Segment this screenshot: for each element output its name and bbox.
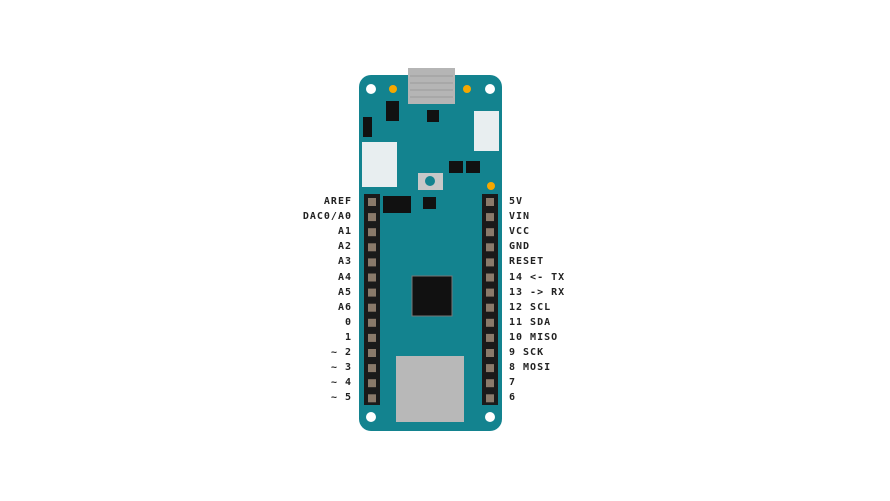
left-pin-label: AREF bbox=[323, 196, 352, 207]
left-pin-label: 0 bbox=[344, 316, 352, 328]
left-pin-pad bbox=[368, 198, 376, 206]
right-pin-label: 7 bbox=[509, 377, 517, 389]
right-pin-label: GND bbox=[509, 241, 531, 253]
chip-power bbox=[383, 196, 411, 213]
left-pin-pad bbox=[368, 303, 376, 312]
right-pin-pad bbox=[486, 394, 494, 403]
right-pin-label: 5V bbox=[509, 196, 524, 207]
mount-hole-bottom-left bbox=[366, 412, 376, 422]
left-pin-pad bbox=[368, 349, 376, 357]
left-pin-pad bbox=[368, 364, 376, 373]
sd-card-slot bbox=[396, 356, 464, 422]
right-pin-pad bbox=[486, 213, 494, 222]
left-pin-label: A4 bbox=[337, 271, 352, 283]
right-pin-label: RESET bbox=[509, 256, 545, 268]
right-pin-label: 10 MISO bbox=[509, 331, 559, 343]
mount-hole-top-left bbox=[366, 84, 376, 94]
chip-small-2 bbox=[466, 161, 480, 173]
left-pin-pad bbox=[368, 333, 376, 342]
left-pin-pad bbox=[368, 394, 376, 403]
connector-white-right bbox=[474, 111, 499, 151]
left-pin-pad bbox=[368, 213, 376, 222]
chip-diode bbox=[363, 117, 372, 137]
right-pin-label: 6 bbox=[509, 392, 517, 404]
left-pin-label: ~ 4 bbox=[330, 377, 352, 389]
left-pin-label: ~ 2 bbox=[330, 347, 352, 358]
right-header bbox=[482, 194, 498, 405]
right-pin-pad bbox=[486, 333, 494, 342]
right-pin-pad bbox=[486, 273, 494, 282]
left-pin-label: ~ 3 bbox=[330, 362, 352, 374]
chip-transistor bbox=[427, 110, 439, 122]
usb-connector bbox=[408, 68, 455, 104]
right-pin-pad bbox=[486, 198, 494, 206]
chip-regulator bbox=[386, 101, 399, 121]
right-pin-label: 11 SDA bbox=[509, 316, 552, 328]
right-pin-pad bbox=[486, 303, 494, 312]
right-pin-pad bbox=[486, 228, 494, 237]
right-pin-pad bbox=[486, 349, 494, 357]
chip-small-3 bbox=[423, 197, 436, 209]
left-pin-label: A1 bbox=[337, 226, 352, 238]
mount-hole-top-right bbox=[485, 84, 495, 94]
right-pin-label: VCC bbox=[509, 226, 531, 238]
left-pin-pad bbox=[368, 228, 376, 237]
left-pin-label: ~ 5 bbox=[330, 392, 352, 404]
connector-white-left bbox=[362, 142, 397, 187]
left-pin-pad bbox=[368, 379, 376, 388]
right-pin-pad bbox=[486, 364, 494, 373]
left-pin-pad bbox=[368, 318, 376, 327]
left-header bbox=[364, 194, 380, 405]
right-pin-label: 13 -> RX bbox=[509, 286, 566, 298]
chip-small-1 bbox=[449, 161, 463, 173]
left-pin-label: A3 bbox=[337, 256, 352, 268]
reset-button-cap bbox=[425, 176, 435, 186]
left-pin-label: A2 bbox=[337, 241, 352, 253]
left-pin-label: A5 bbox=[337, 286, 352, 298]
right-pin-label: 12 SCL bbox=[509, 301, 552, 313]
right-pin-pad bbox=[486, 258, 494, 267]
left-pin-pad bbox=[368, 258, 376, 267]
right-pin-label: 9 SCK bbox=[509, 347, 545, 358]
right-pin-label: VIN bbox=[509, 211, 531, 223]
right-pin-label: 8 MOSI bbox=[509, 362, 552, 374]
microcontroller bbox=[411, 275, 453, 317]
usb-connector-lines bbox=[410, 75, 453, 98]
left-pin-label: DAC0/A0 bbox=[302, 211, 352, 223]
left-pin-label: A6 bbox=[337, 301, 352, 313]
led-3 bbox=[487, 182, 495, 190]
left-pin-pad bbox=[368, 273, 376, 282]
right-pin-pad bbox=[486, 243, 494, 252]
right-pin-label: 14 <- TX bbox=[509, 271, 566, 283]
led-1 bbox=[389, 85, 397, 93]
left-pin-label: 1 bbox=[344, 331, 352, 343]
mount-hole-bottom-right bbox=[485, 412, 495, 422]
led-2 bbox=[463, 85, 471, 93]
left-pin-pad bbox=[368, 243, 376, 252]
right-pin-pad bbox=[486, 288, 494, 297]
right-pin-pad bbox=[486, 379, 494, 388]
right-pin-pad bbox=[486, 318, 494, 327]
left-pin-pad bbox=[368, 288, 376, 297]
